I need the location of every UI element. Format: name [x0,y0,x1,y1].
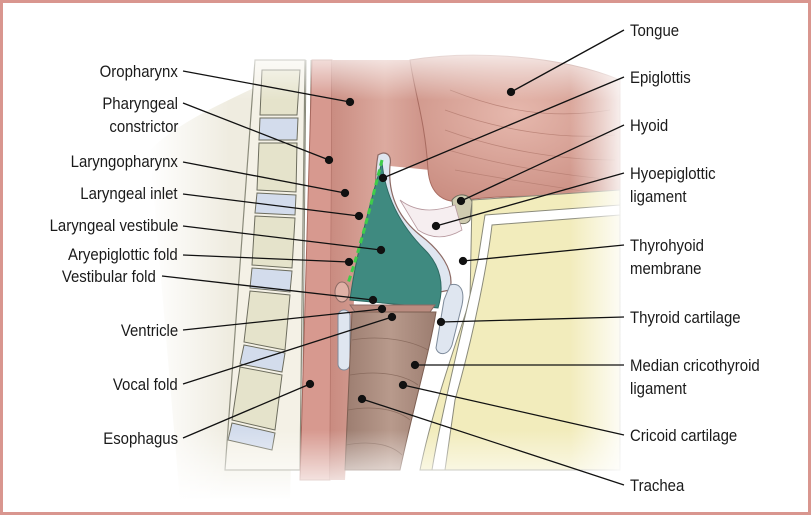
label-vocal-fold: Vocal fold [113,375,178,394]
label-ventricle: Ventricle [120,321,178,340]
label-hyoepiglottic-ligament-line2: ligament [630,187,687,206]
label-hyoepiglottic-ligament-line1: Hyoepiglottic [630,164,716,183]
label-hyoid: Hyoid [630,116,669,135]
label-laryngeal-vestibule: Laryngeal vestibule [49,216,178,235]
label-thyrohyoid-membrane-line2: membrane [630,259,702,278]
label-median-cricothyroid-ligament-line1: Median cricothyroid [630,356,760,375]
label-cricoid-cartilage: Cricoid cartilage [630,426,738,445]
label-tongue: Tongue [630,21,680,40]
label-thyrohyoid-membrane-line1: Thyrohyoid [630,236,705,255]
label-pharyngeal-constrictor-line1: Pharyngeal [102,94,178,113]
hyoepiglottic-ligament-shape [399,199,463,238]
label-laryngeal-inlet: Laryngeal inlet [80,184,178,203]
label-laryngopharynx: Laryngopharynx [70,152,178,171]
label-thyroid-cartilage: Thyroid cartilage [630,308,741,327]
label-aryepiglottic-fold: Aryepiglottic fold [68,245,178,264]
arytenoid [334,281,350,303]
label-trachea: Trachea [630,476,685,495]
label-pharyngeal-constrictor-line2: constrictor [108,117,178,136]
thyroid-cartilage-shape [435,283,464,355]
label-esophagus: Esophagus [103,429,178,448]
label-epiglottis: Epiglottis [630,68,691,87]
label-vestibular-fold: Vestibular fold [62,267,156,286]
laryngeal-inlet-dash [343,159,384,293]
label-median-cricothyroid-ligament-line2: ligament [630,379,687,398]
label-oropharynx: Oropharynx [99,62,178,81]
